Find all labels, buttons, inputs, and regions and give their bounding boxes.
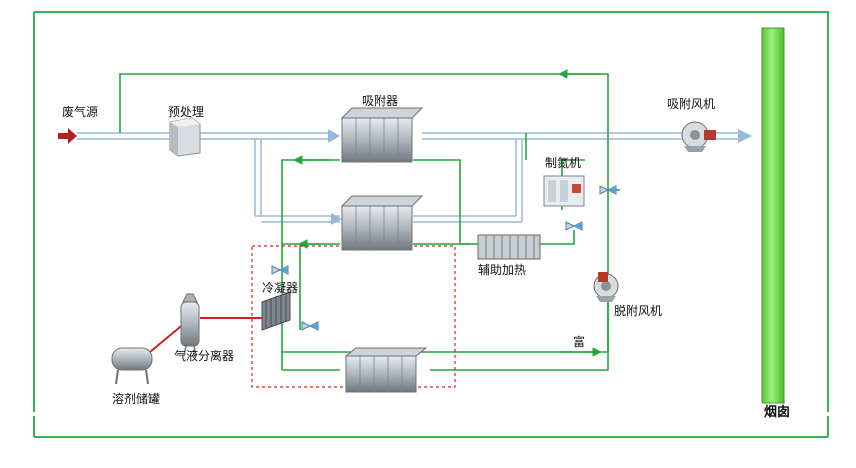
flow-arrow-icon [328, 129, 340, 143]
separator-vessel-icon [180, 293, 200, 357]
label-gas-liquid-separator: 气液分离器 [174, 349, 235, 363]
condensation-loop [251, 245, 456, 388]
filter-box-icon [169, 117, 201, 157]
label-desorption-fan: 脱附风机 [614, 304, 663, 318]
label-chimney: 烟囱 [764, 405, 791, 420]
label-auxiliary-heating: 辅助加热 [478, 263, 527, 277]
label-rich: 富 [573, 335, 586, 349]
solvent-line [149, 321, 187, 353]
chimney [761, 27, 785, 404]
heater-icon [477, 234, 541, 260]
label-waste-gas-source: 废气源 [62, 105, 99, 119]
label-adsorption-fan: 吸附风机 [667, 97, 716, 111]
flow-arrow-icon [738, 129, 752, 143]
valve-handle-icon [576, 223, 582, 229]
centrifugal-fan-icon [681, 121, 716, 152]
valve-handle-icon [312, 323, 318, 329]
label-adsorber: 吸附器 [362, 94, 399, 108]
outer-frame [33, 11, 829, 438]
label-condenser: 冷凝器 [262, 281, 299, 295]
condenser-icon [261, 291, 291, 331]
centrifugal-fan-icon [593, 272, 619, 302]
adsorber-tank-icon [344, 347, 428, 393]
valve-handle-icon [610, 187, 616, 193]
flow-arrow-icon [331, 213, 342, 225]
storage-tank-icon [111, 347, 153, 385]
adsorber-tank-icon [340, 195, 424, 251]
nitrogen-generator-icon [543, 175, 585, 207]
valve-handle-icon [282, 267, 288, 273]
adsorber-tank-icon [340, 107, 424, 163]
label-solvent-tank: 溶剂储罐 [112, 392, 161, 406]
inlet-arrow-icon [58, 128, 77, 144]
label-nitrogen-generator: 制氮机 [545, 156, 582, 170]
valve-icon [271, 185, 617, 331]
label-pretreatment: 预处理 [168, 105, 205, 119]
